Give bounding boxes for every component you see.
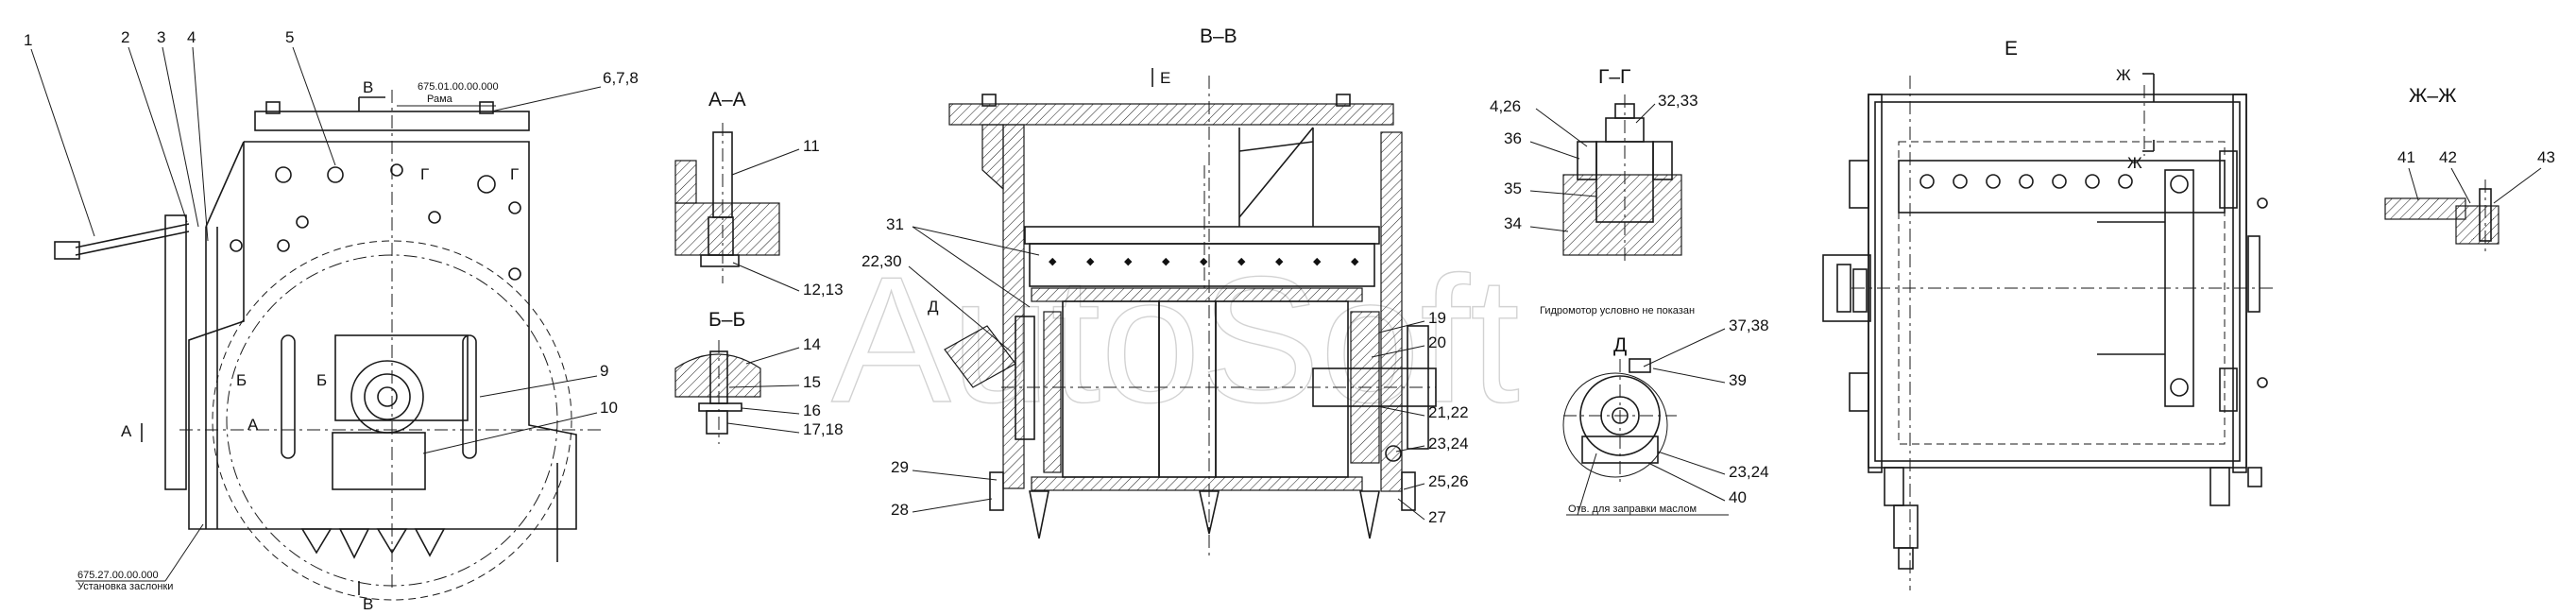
callout-31: 31: [886, 215, 904, 233]
callout-11: 11: [803, 137, 820, 155]
svg-text:◆: ◆: [1237, 256, 1246, 267]
frame-name: Рама: [427, 94, 453, 105]
callout-14: 14: [803, 335, 821, 353]
callout-27: 27: [1428, 508, 1446, 526]
callout-36: 36: [1504, 129, 1522, 147]
cut-mark-a: А: [121, 422, 132, 440]
section-aa: А–А 11 12,13: [674, 89, 844, 299]
callout-4: 4: [187, 28, 196, 46]
cut-mark-b-bottom: В: [363, 595, 373, 613]
callout-2526: 25,26: [1428, 472, 1469, 490]
callout-28: 28: [891, 501, 909, 519]
callout-3233: 32,33: [1658, 92, 1698, 110]
callout-9: 9: [600, 362, 608, 380]
section-bb-title: Б–Б: [708, 309, 745, 331]
callout-15: 15: [803, 373, 821, 391]
cut-mark-zh-top: Ж: [2116, 66, 2131, 84]
flap-code: 675.27.00.00.000: [77, 570, 159, 581]
hydromotor-note: Гидромотор условно не показан: [1540, 305, 1695, 316]
side-view: [54, 90, 605, 601]
section-zz: Ж–Ж 41 42 43: [2384, 85, 2555, 255]
callout-40: 40: [1729, 488, 1747, 506]
callout-39: 39: [1729, 371, 1747, 389]
section-zz-title: Ж–Ж: [2409, 85, 2457, 107]
cut-mark-d: Д: [928, 298, 939, 316]
watermark: AutoSoft: [831, 240, 1520, 440]
callout-43: 43: [2537, 148, 2555, 166]
callout-34: 34: [1504, 214, 1522, 232]
section-vv: В–В Е ◆◆◆ ◆◆◆ ◆◆◆: [928, 26, 1437, 557]
callout-41: 41: [2397, 148, 2415, 166]
callout-19: 19: [1428, 309, 1446, 327]
callout-2324b: 23,24: [1729, 463, 1769, 481]
cut-mark-b-top: В: [363, 78, 373, 96]
svg-text:◆: ◆: [1049, 256, 1057, 267]
cut-mark-b1: Б: [236, 371, 247, 389]
callout-2122: 21,22: [1428, 403, 1469, 421]
svg-text:◆: ◆: [1351, 256, 1359, 267]
cut-mark-e: Е: [1160, 69, 1170, 87]
cut-mark-b2: Б: [316, 371, 327, 389]
svg-text:◆: ◆: [1124, 256, 1133, 267]
svg-text:◆: ◆: [1162, 256, 1170, 267]
callout-35: 35: [1504, 179, 1522, 197]
callout-10: 10: [600, 399, 618, 417]
flap-name: Установка заслонки: [77, 581, 173, 592]
callout-2: 2: [121, 28, 129, 46]
callout-3: 3: [157, 28, 165, 46]
callout-42: 42: [2439, 148, 2457, 166]
side-callouts: 1 2 3 4 5 6,7,8 9 10: [24, 28, 639, 454]
callout-16: 16: [803, 401, 821, 419]
cut-mark-g1: Г: [420, 165, 429, 183]
callout-678: 6,7,8: [603, 69, 639, 87]
callout-2324a: 23,24: [1428, 435, 1469, 453]
view-e: Е: [1822, 38, 2277, 590]
callout-1718: 17,18: [803, 420, 844, 438]
callout-426: 4,26: [1490, 97, 1521, 115]
callout-1213: 12,13: [803, 281, 844, 299]
section-vv-title: В–В: [1200, 26, 1237, 47]
side-cut-marks: В В А А Б Б Г Г: [121, 78, 519, 613]
callout-20: 20: [1428, 333, 1446, 351]
view-d: Гидромотор условно не показан Д Отв. для…: [1540, 305, 1769, 516]
view-d-title: Д: [1613, 334, 1627, 356]
callout-1: 1: [24, 31, 32, 49]
oil-hole-note: Отв. для заправки маслом: [1568, 504, 1697, 515]
svg-text:◆: ◆: [1275, 256, 1284, 267]
section-gg-title: Г–Г: [1598, 66, 1630, 88]
callout-3738: 37,38: [1729, 316, 1769, 334]
svg-text:◆: ◆: [1313, 256, 1322, 267]
section-bb-small: Б–Б 14 15 16 17,18: [674, 309, 844, 444]
vv-callouts: 31 22,30 19 20 21,22 23,24 25,26 27 29 2…: [862, 215, 1469, 526]
section-aa-title: А–А: [708, 89, 746, 111]
callout-2230: 22,30: [862, 252, 902, 270]
svg-text:◆: ◆: [1086, 256, 1095, 267]
cut-mark-zh-bot: Ж: [2127, 154, 2142, 172]
cut-mark-g2: Г: [510, 165, 519, 183]
cut-mark-a2: А: [247, 416, 259, 434]
callout-29: 29: [891, 458, 909, 476]
section-gg: Г–Г 32,33 4,26 36 35 34: [1490, 66, 1698, 265]
frame-code: 675.01.00.00.000: [418, 81, 499, 93]
callout-5: 5: [285, 28, 294, 46]
view-e-title: Е: [2005, 38, 2018, 60]
